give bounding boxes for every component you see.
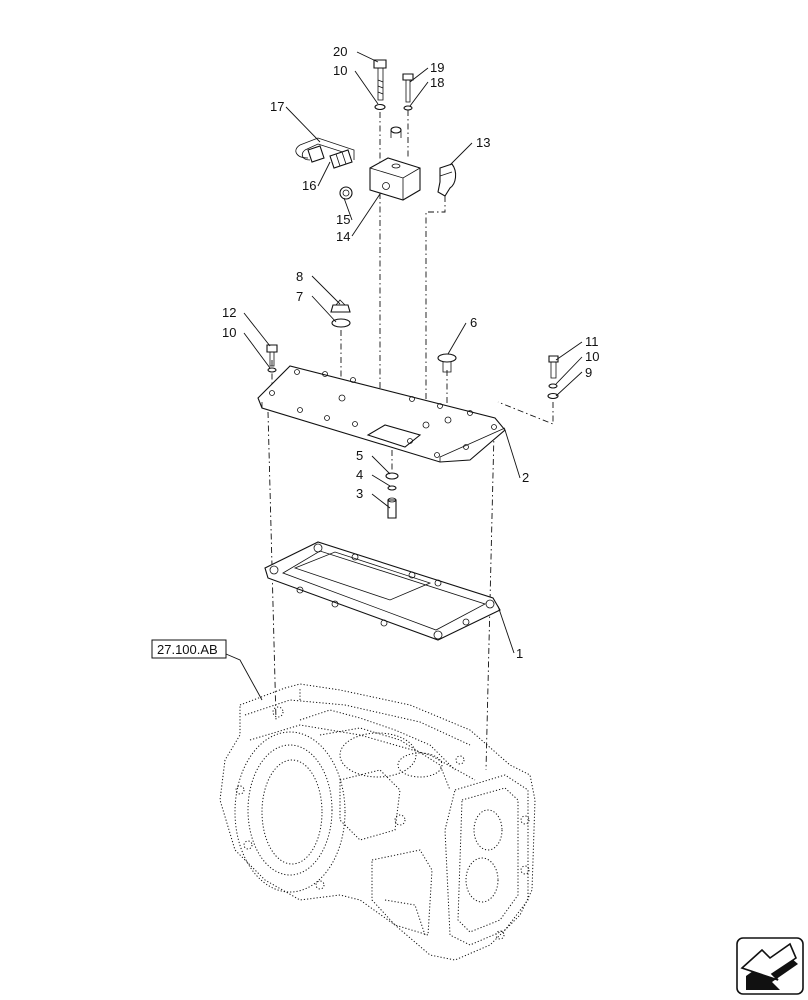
callout-17: 17 xyxy=(270,99,284,114)
bolt-20 xyxy=(373,59,387,101)
reference-box[interactable]: 27.100.AB xyxy=(151,639,227,659)
callout-10-top: 10 xyxy=(333,63,347,78)
transmission-housing xyxy=(219,683,536,961)
fitting-15 xyxy=(339,186,353,200)
plug-6 xyxy=(437,353,457,373)
bolt-11 xyxy=(547,355,559,400)
callout-20: 20 xyxy=(333,44,347,59)
fitting-16 xyxy=(307,145,353,169)
callout-14: 14 xyxy=(336,229,350,244)
callout-6: 6 xyxy=(470,315,477,330)
pin-parts xyxy=(385,472,399,519)
cap-top xyxy=(390,126,402,138)
callout-1: 1 xyxy=(516,646,523,661)
washer-18 xyxy=(403,105,413,111)
callout-2: 2 xyxy=(522,470,529,485)
callout-4: 4 xyxy=(356,467,363,482)
breather-8 xyxy=(330,299,351,313)
o-ring-7 xyxy=(331,318,351,328)
callout-10-right: 10 xyxy=(585,349,599,364)
callout-3: 3 xyxy=(356,486,363,501)
callout-8: 8 xyxy=(296,269,303,284)
callout-13: 13 xyxy=(476,135,490,150)
callout-5: 5 xyxy=(356,448,363,463)
valve-block xyxy=(369,157,421,201)
elbow-13 xyxy=(437,163,457,197)
reference-label: 27.100.AB xyxy=(157,642,218,657)
cover-plate xyxy=(257,365,506,463)
callout-16: 16 xyxy=(302,178,316,193)
callout-labels: 20 10 19 18 17 13 16 15 14 8 7 6 12 10 1… xyxy=(222,44,599,661)
callout-10-left: 10 xyxy=(222,325,236,340)
bolt-12 xyxy=(266,344,278,373)
washer-10-top xyxy=(374,103,386,111)
leader-lines xyxy=(225,51,583,701)
callout-15: 15 xyxy=(336,212,350,227)
callout-18: 18 xyxy=(430,75,444,90)
callout-7: 7 xyxy=(296,289,303,304)
callout-11: 11 xyxy=(585,334,599,349)
callout-19: 19 xyxy=(430,60,444,75)
callout-12: 12 xyxy=(222,305,236,320)
callout-9: 9 xyxy=(585,365,592,380)
arrow-navigation-icon[interactable] xyxy=(736,937,804,995)
gasket xyxy=(264,541,501,641)
bolt-19 xyxy=(402,73,414,103)
